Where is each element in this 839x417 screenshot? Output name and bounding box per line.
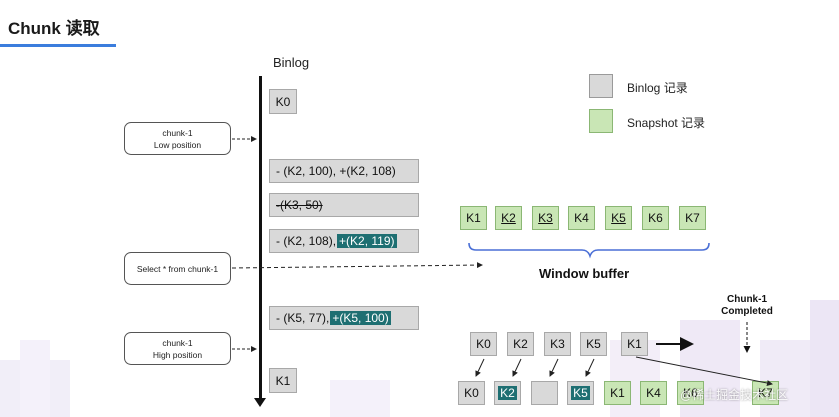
- result-item-k0: K0: [458, 381, 485, 405]
- highlight-k2-119: +(K2, 119): [337, 234, 397, 248]
- timeline-arrowhead: [254, 398, 266, 407]
- select-query-arrow: [231, 262, 483, 269]
- binlog-row-k1: K1: [621, 332, 648, 356]
- highlight-k5-100: +(K5, 100): [330, 311, 391, 325]
- result-item-k4: K4: [640, 381, 667, 405]
- result-item-k5: K5: [567, 381, 594, 405]
- legend-binlog-swatch: [589, 74, 613, 98]
- timeline-box-k0: K0: [269, 89, 297, 114]
- result-item-k1: K1: [604, 381, 631, 405]
- watermark: @稀土掘金技术社区: [680, 388, 789, 402]
- merge-arrow-k0: [475, 358, 485, 377]
- binlog-row-k2: K2: [507, 332, 534, 356]
- window-item-k6: K6: [642, 206, 669, 230]
- chunk-low-position-box: chunk-1 Low position: [124, 122, 231, 155]
- chunk-completed-label: Chunk-1 Completed: [721, 294, 773, 317]
- merge-arrow-k3: [549, 358, 559, 377]
- timeline-box-row3: - (K2, 108), +(K2, 119): [269, 229, 419, 253]
- timeline-box-row2: -(K3, 50): [269, 193, 419, 217]
- merge-arrow-k2: [512, 358, 522, 377]
- window-buffer-label: Window buffer: [539, 266, 630, 281]
- legend-snapshot-swatch: [589, 109, 613, 133]
- legend-snapshot-label: Snapshot 记录: [627, 116, 706, 130]
- binlog-timeline: [259, 76, 262, 402]
- binlog-label: Binlog: [273, 55, 310, 70]
- timeline-box-k1: K1: [269, 368, 297, 393]
- timeline-box-row1: - (K2, 100), +(K2, 108): [269, 159, 419, 183]
- window-item-k2: K2: [495, 206, 522, 230]
- select-query-box: Select * from chunk-1: [124, 252, 231, 285]
- window-item-k7: K7: [679, 206, 706, 230]
- result-item-k6: K6: [677, 381, 704, 405]
- window-buffer-brace: [468, 242, 710, 259]
- legend-binlog-label: Binlog 记录: [627, 81, 688, 95]
- window-item-k1: K1: [460, 206, 487, 230]
- binlog-row-k3: K3: [544, 332, 571, 356]
- merge-arrow-k5: [585, 358, 595, 377]
- title-underline: [0, 44, 116, 47]
- binlog-row-k5: K5: [580, 332, 607, 356]
- k1-diagonal-arrow: [635, 356, 773, 386]
- binlog-row-k0: K0: [470, 332, 497, 356]
- window-item-k4: K4: [568, 206, 595, 230]
- window-item-k5: K5: [605, 206, 632, 230]
- chunk-high-position-box: chunk-1 High position: [124, 332, 231, 365]
- result-item-k2: K2: [494, 381, 521, 405]
- timeline-box-row4: - (K5, 77), +(K5, 100): [269, 306, 419, 330]
- result-item-empty: [531, 381, 558, 405]
- window-item-k3: K3: [532, 206, 559, 230]
- page-title: Chunk 读取: [8, 19, 100, 38]
